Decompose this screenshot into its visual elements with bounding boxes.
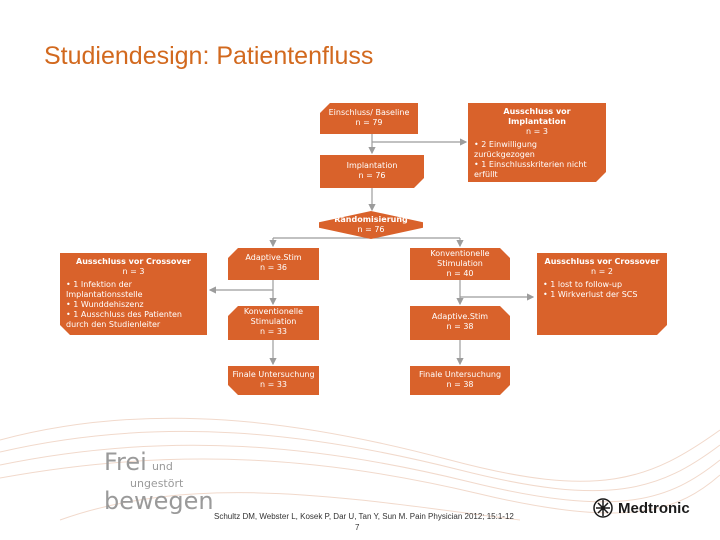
slide-title: Studiendesign: Patientenfluss bbox=[44, 42, 374, 70]
adaptive-stim-n: n = 38 bbox=[446, 322, 474, 331]
exclusion-left-n: n = 3 bbox=[122, 267, 145, 276]
final-exam-n: n = 38 bbox=[446, 380, 474, 389]
exclusion-left-item: • 1 Ausschluss des Patienten durch den S… bbox=[66, 310, 182, 329]
decorative-swoosh bbox=[0, 417, 720, 521]
final-exam-box-2: Finale Untersuchung n = 38 bbox=[410, 366, 510, 395]
exclusion-left-title: Ausschluss vor Crossover bbox=[76, 257, 191, 266]
exclusion-implant-item: • 2 Einwilligung zurückgezogen bbox=[474, 140, 537, 159]
exclusion-implant-title: Ausschluss vor Implantation bbox=[503, 107, 571, 126]
implant-box: Implantation n = 76 bbox=[320, 155, 424, 188]
adaptive-stim-box-2: Adaptive.Stim n = 38 bbox=[410, 306, 510, 340]
exclusion-right-n: n = 2 bbox=[591, 267, 613, 276]
implant-label: Implantation bbox=[346, 161, 398, 170]
final-exam-n: n = 33 bbox=[259, 380, 288, 389]
exclusion-implant-item: • 1 Einschlusskriterien nicht erfüllt bbox=[474, 160, 587, 179]
exclusion-right-item: • 1 lost to follow-up bbox=[543, 280, 623, 289]
baseline-n: n = 79 bbox=[355, 118, 383, 127]
final-exam-label: Finale Untersuchung bbox=[418, 370, 502, 379]
medtronic-logo-icon bbox=[593, 498, 613, 518]
implant-n: n = 76 bbox=[358, 171, 386, 180]
conventional-stim-n: n = 33 bbox=[259, 327, 288, 336]
exclusion-right-title: Ausschluss vor Crossover bbox=[544, 257, 660, 266]
logo-text: Medtronic bbox=[618, 499, 690, 517]
final-exam-label: Finale Untersuchung bbox=[232, 370, 315, 379]
exclusion-crossover-right-box: Ausschluss vor Crossover n = 2 • 1 lost … bbox=[537, 253, 667, 335]
citation: Schultz DM, Webster L, Kosek P, Dar U, T… bbox=[214, 512, 514, 521]
brand-frei: Frei bbox=[104, 448, 147, 476]
exclusion-left-item: • 1 Infektion der Implantationsstelle bbox=[66, 280, 143, 299]
exclusion-right-item: • 1 Wirkverlust der SCS bbox=[543, 290, 638, 299]
baseline-label: Einschluss/ Baseline bbox=[328, 108, 410, 117]
exclusion-implant-n: n = 3 bbox=[526, 127, 548, 136]
conventional-stim-n: n = 40 bbox=[446, 269, 474, 278]
adaptive-stim-box-1: Adaptive.Stim n = 36 bbox=[228, 248, 319, 280]
baseline-box: Einschluss/ Baseline n = 79 bbox=[320, 103, 418, 134]
conventional-stim-box-2: Konventionelle Stimulation n = 33 bbox=[228, 306, 319, 340]
exclusion-crossover-left-box: Ausschluss vor Crossover n = 3 • 1 Infek… bbox=[60, 253, 207, 335]
conventional-stim-label: Konventionelle Stimulation bbox=[243, 307, 304, 326]
conventional-stim-box-1: Konventionelle Stimulation n = 40 bbox=[410, 248, 510, 280]
randomization-n: n = 76 bbox=[357, 225, 385, 234]
brand-bewegen: bewegen bbox=[104, 487, 214, 515]
adaptive-stim-label: Adaptive.Stim bbox=[431, 312, 489, 321]
brand-und: und bbox=[151, 460, 173, 473]
adaptive-stim-label: Adaptive.Stim bbox=[245, 253, 302, 262]
medtronic-logo: Medtronic bbox=[592, 497, 690, 519]
conventional-stim-label: Konventionelle Stimulation bbox=[430, 249, 490, 268]
final-exam-box-1: Finale Untersuchung n = 33 bbox=[228, 366, 319, 395]
brand-ungestoert: ungestört bbox=[130, 477, 184, 490]
page-number: 7 bbox=[355, 523, 360, 532]
randomization-label: Randomisierung bbox=[334, 215, 408, 224]
exclusion-left-item: • 1 Wunddehiszenz bbox=[66, 300, 144, 309]
brand-slogan: Frei und ungestört bewegen bbox=[104, 448, 214, 515]
exclusion-implant-box: Ausschluss vor Implantation n = 3 • 2 Ei… bbox=[468, 103, 606, 182]
adaptive-stim-n: n = 36 bbox=[259, 263, 288, 272]
